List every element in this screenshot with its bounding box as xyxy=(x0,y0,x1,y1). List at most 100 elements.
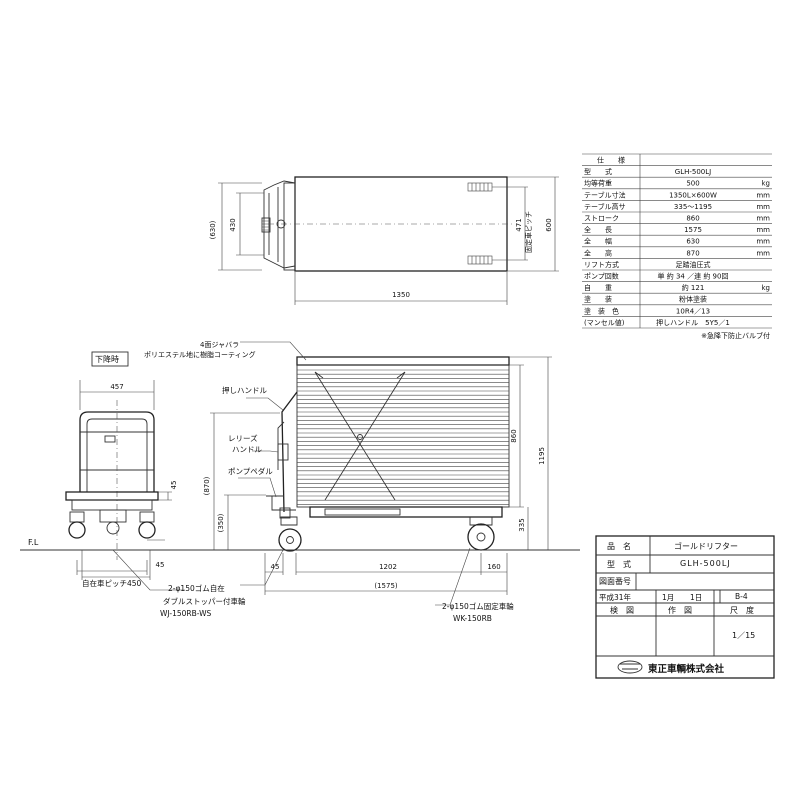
spec-unit: mm xyxy=(756,191,770,199)
spec-label: テーブル高サ xyxy=(584,202,626,211)
spec-value: 1350L×600W xyxy=(669,191,717,199)
spec-label: ポンプ回数 xyxy=(584,272,619,281)
spec-value: 10R4／13 xyxy=(676,307,710,315)
spec-value: GLH-500LJ xyxy=(675,168,711,176)
pump-pedal-label: ポンプペダル xyxy=(228,467,273,476)
spec-label: テーブル寸法 xyxy=(584,190,626,199)
front-table xyxy=(65,491,159,501)
dim-45-bottom: 45 xyxy=(156,561,165,569)
dim-45-left: 45 xyxy=(271,563,280,571)
dim-860: 860 xyxy=(510,429,518,442)
spec-label: 全 長 xyxy=(584,225,612,234)
side-view: (870) (350) 860 1195 335 45 1202 160 (15… xyxy=(203,341,552,606)
push-handle xyxy=(281,391,298,513)
dim-350: (350) xyxy=(217,513,225,532)
company-logo xyxy=(617,660,643,674)
tb-scale-value: 1／15 xyxy=(732,631,756,640)
spec-note: ※急降下防止バルブ付 xyxy=(701,331,770,340)
fixed-wheel xyxy=(467,523,495,551)
tb-date-day: 1日 xyxy=(690,593,703,602)
spec-table: 仕 様型 式 GLH-500LJ 均等荷重 500 kg テーブル寸法 1350L×600W… xyxy=(582,153,772,340)
tb-date-month: 1月 xyxy=(662,593,675,602)
push-handle-label: 押しハンドル xyxy=(222,386,267,395)
tb-scale-label: 尺 度 xyxy=(730,606,754,615)
spec-label: 塗 装 xyxy=(584,295,612,304)
spec-value: 単 約 34 ／連 約 90回 xyxy=(658,272,729,281)
front-handle xyxy=(79,411,155,492)
release-handle-label-2: ハンドル xyxy=(232,445,262,454)
base-frame xyxy=(309,506,503,518)
tb-sheet: B-4 xyxy=(735,592,748,601)
dim-1575: (1575) xyxy=(374,582,398,590)
swivel-wheel xyxy=(278,528,302,552)
spec-label: 全 幅 xyxy=(584,237,612,246)
tb-draw-label: 作 図 xyxy=(668,606,692,615)
scissor-arms xyxy=(314,371,406,501)
spec-unit: mm xyxy=(756,238,770,246)
tb-drawing-no-label: 図面番号 xyxy=(599,577,631,586)
spec-value: 粉体塗装 xyxy=(679,295,707,304)
front-wheel xyxy=(68,521,86,539)
spec-label: 型 式 xyxy=(584,167,612,176)
dim-1195: 1195 xyxy=(538,447,546,465)
swivel-caster-label-1: 2-φ150ゴム自在 xyxy=(168,584,225,593)
dim-335: 335 xyxy=(518,518,526,531)
title-block xyxy=(595,535,775,679)
tb-company: 東正車輌株式会社 xyxy=(648,664,725,675)
spec-label: (マンセル値) xyxy=(584,318,625,327)
spec-value: 約 121 xyxy=(682,283,705,292)
dim-1350: 1350 xyxy=(392,291,410,299)
fixed-caster-label-1: 2-φ150ゴム固定車輪 xyxy=(442,602,514,611)
spec-unit: kg xyxy=(762,284,771,292)
dim-45-top: 45 xyxy=(170,481,178,490)
fixed-caster-label-2: WK-150RB xyxy=(453,614,492,623)
spec-unit: mm xyxy=(756,215,770,223)
tb-model-label: 型 式 xyxy=(607,560,631,569)
dim-870: (870) xyxy=(203,476,211,495)
dim-600: 600 xyxy=(545,218,553,231)
spec-label: 均等荷重 xyxy=(584,179,612,188)
spec-value: 押しハンドル 5Y5／1 xyxy=(656,318,730,327)
spec-value: 870 xyxy=(686,249,699,257)
caster-pitch-label: 自在車ピッチ450 xyxy=(82,579,142,588)
fl-label: F.L xyxy=(28,538,39,547)
spec-value: 630 xyxy=(686,238,699,246)
table-top xyxy=(296,356,510,366)
release-handle-label-1: レリーズ xyxy=(228,434,258,443)
spec-value: 860 xyxy=(686,215,699,223)
bellows xyxy=(296,364,510,508)
pump-pedal-shape xyxy=(266,495,296,511)
bellows-label-1: 4面ジャバラ xyxy=(200,341,240,349)
swivel-caster-label-3: WJ-150RB-WS xyxy=(160,609,212,618)
bellows-pleats xyxy=(297,369,509,505)
spec-label: 塗 装 色 xyxy=(584,306,619,315)
spec-unit: mm xyxy=(756,203,770,211)
pitch-label: 固定車ピッチ xyxy=(524,211,533,253)
dim-160: 160 xyxy=(487,563,500,571)
spec-value: 1575 xyxy=(684,226,702,234)
dim-457: 457 xyxy=(110,383,123,391)
tb-name-value: ゴールドリフター xyxy=(674,542,738,551)
spec-unit: mm xyxy=(756,226,770,234)
dim-630: (630) xyxy=(209,220,217,239)
dim-471: 471 xyxy=(515,218,523,231)
spec-label: リフト方式 xyxy=(584,260,619,269)
dim-430: 430 xyxy=(229,218,237,231)
spec-label: 自 重 xyxy=(584,283,612,292)
lowered-label: 下降時 xyxy=(95,355,119,364)
top-view: (630) 430 471 固定車ピッチ 600 1350 xyxy=(209,176,559,305)
spec-value: 500 xyxy=(686,180,699,188)
bellows-label-2: ポリエステル地に樹脂コーティング xyxy=(144,351,256,359)
spec-value: 335～1195 xyxy=(674,203,712,211)
tb-check-label: 検 図 xyxy=(610,606,634,615)
spec-unit: mm xyxy=(756,249,770,257)
tb-name-label: 品 名 xyxy=(607,542,631,551)
lowered-label-box xyxy=(91,351,129,367)
tb-date-era: 平成31年 xyxy=(599,593,632,602)
tb-model-value: GLH-500LJ xyxy=(680,559,731,568)
spec-label: 全 高 xyxy=(584,248,612,257)
dim-1202: 1202 xyxy=(379,563,397,571)
front-wheel xyxy=(138,521,156,539)
spec-header: 仕 様 xyxy=(597,156,625,165)
